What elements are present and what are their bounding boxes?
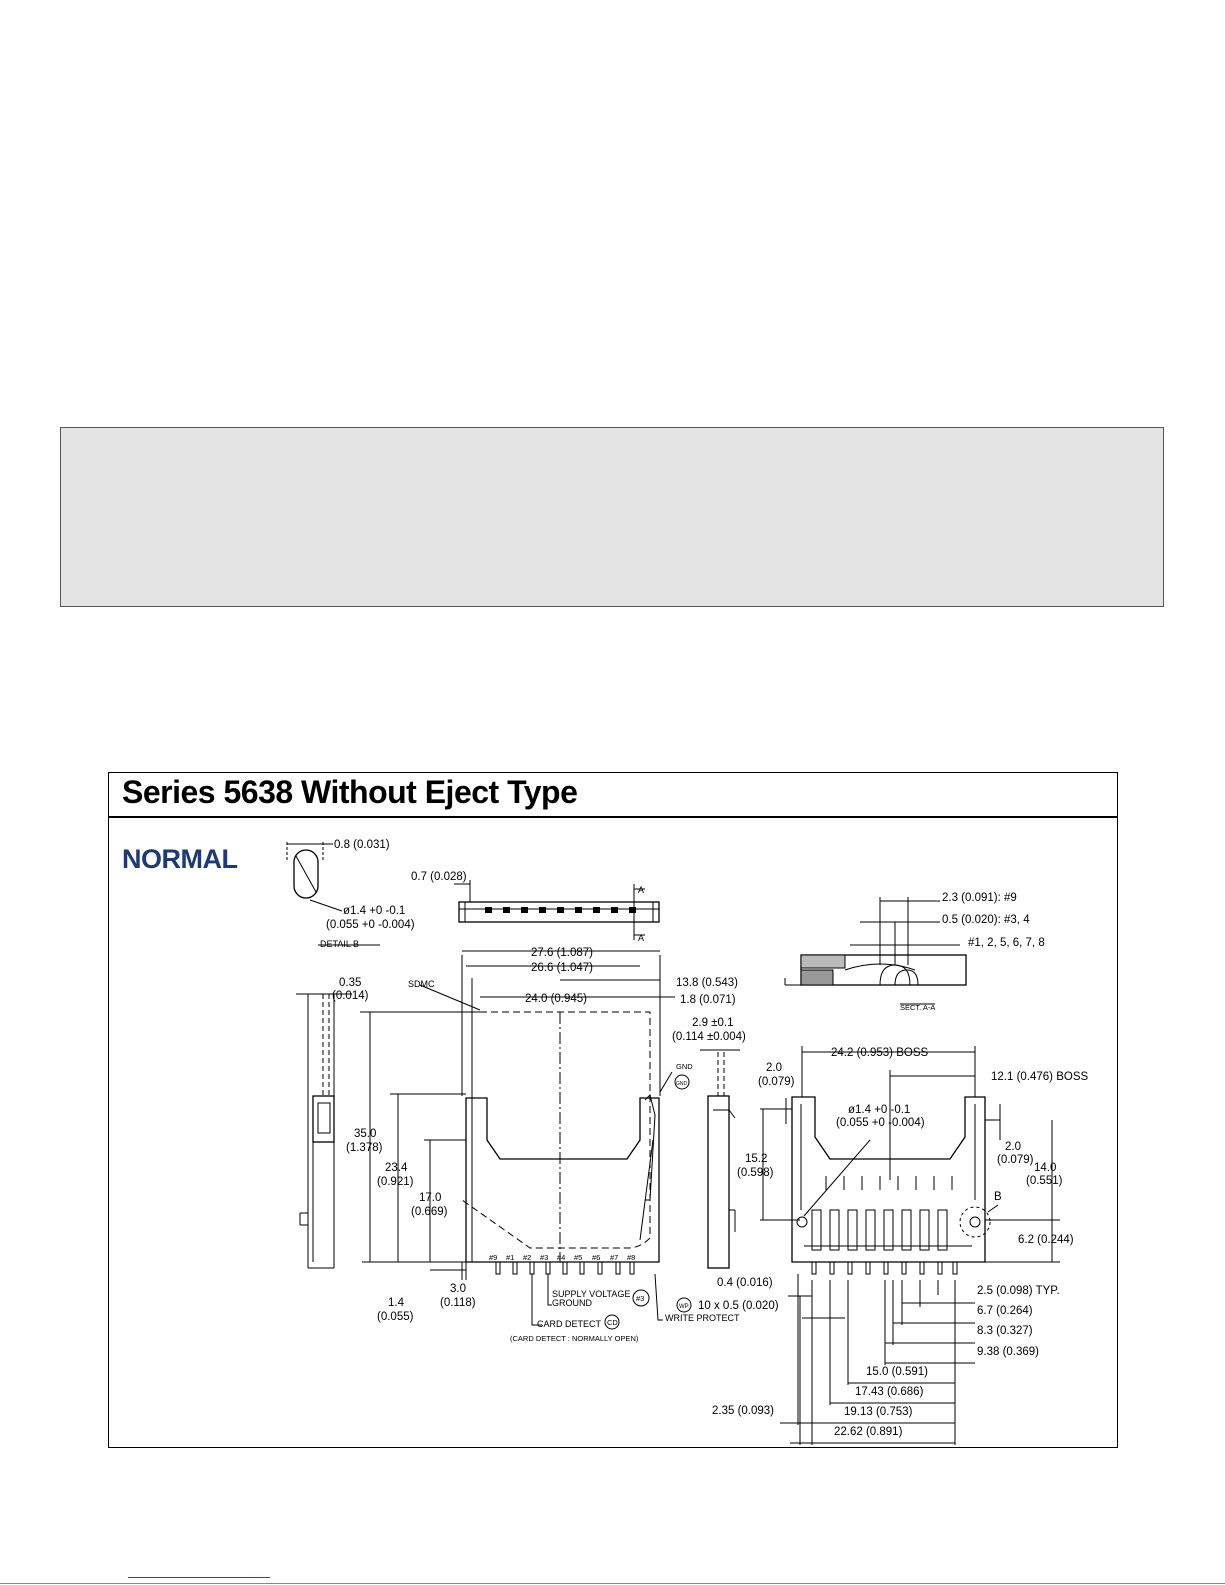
badge-gnd-icon <box>674 1074 690 1090</box>
section-a-a-view <box>784 897 967 1005</box>
pin-label-9: #9 <box>489 1253 497 1262</box>
badge-cd-icon <box>604 1314 620 1330</box>
dimension-labels: 0.8 (0.031) 0.7 (0.028) ø1.4 +0 -0.1 (0.… <box>320 839 1088 1438</box>
pcb-footprint-view <box>760 1046 1060 1445</box>
badge-wp-label: WP <box>679 1304 689 1310</box>
dim-17-0-a: 17.0 <box>419 1192 441 1204</box>
detail-b-view <box>286 842 380 946</box>
pin-label-5: #5 <box>574 1253 582 1262</box>
dim-2-35: 2.35 (0.093) <box>712 1405 774 1417</box>
dim-0-8: 0.8 (0.031) <box>334 839 390 851</box>
dim-15-2-b: (0.598) <box>737 1167 774 1179</box>
dim-14-0-b: (0.551) <box>1026 1175 1063 1187</box>
page-title: Series 5638 Without Eject Type <box>122 774 578 810</box>
sdmc-label: SDMC <box>408 979 435 989</box>
dim-6-2: 6.2 (0.244) <box>1018 1234 1074 1246</box>
pin-badges <box>604 1074 692 1330</box>
dim-2-3: 2.3 (0.091): #9 <box>942 892 1017 904</box>
dim-1-4-a: 1.4 <box>388 1297 405 1309</box>
card-detect-note: (CARD DETECT : NORMALLY OPEN) <box>510 1334 639 1343</box>
dim-2-0-left-b: (0.079) <box>758 1076 795 1088</box>
dim-26-6: 26.6 (1.047) <box>531 962 593 974</box>
dim-3-0-a: 3.0 <box>450 1283 466 1295</box>
ground-label: GROUND <box>552 1298 592 1308</box>
pins-1-2-5-6-7-8: #1, 2, 5, 6, 7, 8 <box>968 937 1045 949</box>
right-side-view <box>700 1049 740 1269</box>
variant-label: NORMAL <box>122 844 238 874</box>
dim-15-2-a: 15.2 <box>745 1153 767 1165</box>
dim-phi-1-4-d: (0.055 +0 -0.004) <box>836 1117 925 1129</box>
dim-0-7: 0.7 (0.028) <box>411 871 467 883</box>
dim-phi-1-4-a: ø1.4 +0 -0.1 <box>343 905 405 917</box>
dim-22-62: 22.62 (0.891) <box>834 1426 903 1438</box>
dim-9-38: 9.38 (0.369) <box>977 1346 1039 1358</box>
main-front-view <box>360 950 675 1326</box>
dim-0-35-b: (0.014) <box>332 990 369 1002</box>
section-marker-a-top: A <box>638 885 644 895</box>
top-view-pins <box>485 907 636 913</box>
dim-0-4: 0.4 (0.016) <box>717 1277 773 1289</box>
pin-label-3: #3 <box>540 1253 548 1262</box>
dim-14-0-a: 14.0 <box>1034 1162 1056 1174</box>
dim-1-4-b: (0.055) <box>377 1311 414 1323</box>
sect-a-a-label: SECT. A-A <box>900 1003 935 1012</box>
dim-23-4-b: (0.921) <box>377 1176 414 1188</box>
dim-27-6: 27.6 (1.087) <box>531 947 593 959</box>
dim-2-5-typ: 2.5 (0.098) TYP. <box>977 1285 1060 1297</box>
badge-cd-label: CD <box>607 1318 618 1327</box>
badge-3-label: #3 <box>636 1294 644 1303</box>
card-detect-label: CARD DETECT <box>537 1319 602 1329</box>
dim-13-8: 13.8 (0.543) <box>676 977 738 989</box>
dim-24-2-boss: 24.2 (0.953) BOSS <box>831 1047 928 1059</box>
badge-3-icon <box>632 1289 650 1307</box>
badge-wp-icon <box>676 1297 692 1313</box>
write-protect-label: WRITE PROTECT <box>665 1313 740 1323</box>
section-marker-a-bottom: A <box>638 933 644 943</box>
drawing-frame <box>108 772 1118 1448</box>
pin-label-2: #2 <box>523 1253 531 1262</box>
dim-2-0-right-b: (0.079) <box>997 1154 1034 1166</box>
pin-label-6: #6 <box>592 1253 600 1262</box>
dim-8-3: 8.3 (0.327) <box>977 1325 1033 1337</box>
dim-35-0-a: 35.0 <box>354 1128 376 1140</box>
label-b: B <box>994 1191 1002 1203</box>
gray-info-box <box>60 427 1164 607</box>
dim-1-8: 1.8 (0.071) <box>680 994 736 1006</box>
dim-35-0-b: (1.378) <box>346 1142 383 1154</box>
dim-2-9-b: (0.114 ±0.004) <box>672 1031 746 1043</box>
dim-17-0-b: (0.669) <box>411 1206 448 1218</box>
supply-voltage-label: SUPPLY VOLTAGE <box>552 1289 630 1299</box>
dim-2-0-right-a: 2.0 <box>1005 1141 1021 1153</box>
top-view-strip <box>454 880 660 940</box>
dim-2-0-left-a: 2.0 <box>766 1062 782 1074</box>
footer-rule <box>0 1583 1225 1584</box>
dim-phi-1-4-b: (0.055 +0 -0.004) <box>326 919 415 931</box>
dim-2-9-a: 2.9 ±0.1 <box>692 1017 733 1029</box>
badge-gnd-label: GND <box>676 1081 688 1087</box>
pin-label-7: #7 <box>610 1253 618 1262</box>
dim-3-0-b: (0.118) <box>440 1297 476 1309</box>
dim-6-7: 6.7 (0.264) <box>977 1305 1033 1317</box>
dim-24-0: 24.0 (0.945) <box>525 993 587 1005</box>
gnd-label: GND <box>676 1062 693 1071</box>
dim-19-13: 19.13 (0.753) <box>844 1406 913 1418</box>
detail-b-label: DETAIL B <box>320 939 359 949</box>
dim-phi-1-4-c: ø1.4 +0 -0.1 <box>848 1104 910 1116</box>
dim-0-5: 0.5 (0.020): #3, 4 <box>942 914 1030 926</box>
left-side-view <box>296 993 352 1269</box>
dim-15-0: 15.0 (0.591) <box>866 1366 928 1378</box>
dim-12-1-boss: 12.1 (0.476) BOSS <box>991 1071 1088 1083</box>
pin-label-1: #1 <box>506 1253 514 1262</box>
dim-17-43: 17.43 (0.686) <box>855 1386 924 1398</box>
dim-0-35-a: 0.35 <box>339 977 361 989</box>
pin-label-8: #8 <box>627 1253 635 1262</box>
dim-23-4-a: 23.4 <box>385 1162 408 1174</box>
title-rule <box>108 816 1118 818</box>
pin-badge-labels: #3 CD GND WP <box>607 1081 689 1327</box>
pin-label-4: #4 <box>557 1253 565 1262</box>
footer-link-underline[interactable] <box>128 1577 270 1578</box>
dim-10x0-5: 10 x 0.5 (0.020) <box>698 1300 779 1312</box>
